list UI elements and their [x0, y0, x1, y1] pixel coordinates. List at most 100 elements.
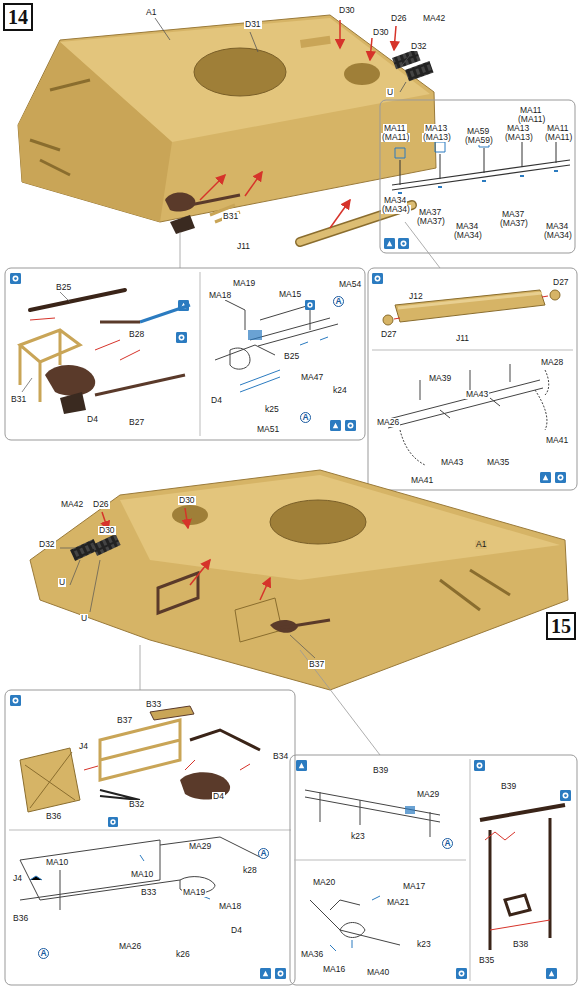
- part-label: (MA34): [543, 231, 573, 240]
- part-label: MA43: [465, 390, 489, 399]
- part-label: MA51: [256, 425, 280, 434]
- part-label: MA37: [501, 210, 525, 219]
- part-label: k28: [242, 866, 258, 875]
- part-label: J4: [78, 742, 89, 751]
- part-label: B25: [55, 283, 72, 292]
- part-label: B25: [283, 352, 300, 361]
- part-label: B33: [145, 700, 162, 709]
- part-label: B31: [10, 395, 27, 404]
- part-label: B37: [308, 660, 325, 669]
- part-label: (MA34): [381, 205, 411, 214]
- inset-tools-15: [5, 690, 295, 985]
- part-label: MA34: [383, 196, 407, 205]
- hull-step15: [30, 470, 568, 755]
- part-label: MA18: [218, 902, 242, 911]
- callout-letter: A: [442, 838, 453, 849]
- part-label: MA47: [300, 373, 324, 382]
- part-label: MA18: [208, 291, 232, 300]
- callout-letter: A: [38, 948, 49, 959]
- hull-step14: [18, 15, 440, 268]
- inset-b39: [290, 755, 577, 985]
- part-label: J11: [455, 334, 470, 343]
- part-label: MA37: [418, 208, 442, 217]
- part-label: B36: [45, 812, 62, 821]
- step-number: 14: [8, 6, 28, 28]
- part-label: U: [386, 88, 394, 97]
- part-label: MA13: [424, 124, 448, 133]
- part-label: D26: [390, 14, 408, 23]
- part-label: B33: [140, 888, 157, 897]
- part-label: MA10: [45, 858, 69, 867]
- part-label: MA11: [546, 124, 570, 133]
- part-label: D27: [552, 278, 570, 287]
- part-label: J4: [12, 874, 23, 883]
- part-label: B39: [372, 766, 389, 775]
- part-label: (MA13): [504, 133, 534, 142]
- inset-j11: [368, 268, 577, 490]
- part-label: MA28: [540, 358, 564, 367]
- part-label: MA42: [422, 14, 446, 23]
- part-label: D4: [230, 926, 243, 935]
- part-label: MA16: [322, 965, 346, 974]
- part-label: D26: [92, 500, 110, 509]
- part-label: B28: [128, 330, 145, 339]
- part-label: k23: [416, 940, 432, 949]
- part-label: k23: [350, 832, 366, 841]
- part-label: (MA59): [464, 136, 494, 145]
- part-label: B35: [478, 956, 495, 965]
- part-label: D30: [338, 6, 356, 15]
- part-label: MA10: [130, 870, 154, 879]
- part-label: D4: [210, 396, 223, 405]
- part-label: MA41: [410, 476, 434, 485]
- part-label: D30: [98, 526, 116, 535]
- part-label: MA19: [232, 279, 256, 288]
- part-label: D27: [380, 330, 398, 339]
- part-label: A1: [145, 8, 157, 17]
- inset-ma11: [380, 100, 575, 253]
- part-label: MA41: [545, 436, 569, 445]
- part-label: MA29: [416, 790, 440, 799]
- part-label: B36: [12, 914, 29, 923]
- part-label: D31: [244, 20, 262, 29]
- part-label: B37: [116, 716, 133, 725]
- step-number-box: 14: [3, 3, 33, 31]
- part-label: B34: [272, 752, 289, 761]
- part-label: J11: [236, 242, 251, 251]
- callout-letter: A: [258, 848, 269, 859]
- inset-tools-14: [5, 268, 365, 440]
- part-label: (MA34): [453, 231, 483, 240]
- part-label: MA26: [376, 418, 400, 427]
- part-label: D4: [86, 415, 99, 424]
- part-label: MA20: [312, 878, 336, 887]
- callout-letter: A: [300, 412, 311, 423]
- part-label: k25: [264, 405, 280, 414]
- part-label: MA40: [366, 968, 390, 977]
- part-label: D30: [372, 28, 390, 37]
- part-label: MA43: [440, 458, 464, 467]
- part-label: k26: [175, 950, 191, 959]
- part-label: D32: [410, 42, 428, 51]
- part-label: U: [58, 578, 66, 587]
- part-label: MA29: [188, 842, 212, 851]
- part-label: (MA37): [499, 219, 529, 228]
- part-label: k24: [332, 386, 348, 395]
- part-label: MA34: [455, 222, 479, 231]
- part-label: MA11: [383, 124, 407, 133]
- part-label: (MA11): [381, 133, 410, 142]
- part-label: MA39: [428, 374, 452, 383]
- part-label: MA13: [506, 124, 530, 133]
- step-number-box: 15: [546, 612, 576, 640]
- part-label: B38: [512, 940, 529, 949]
- part-label: (MA37): [416, 217, 446, 226]
- part-label: D32: [38, 540, 56, 549]
- part-label: (MA13): [422, 133, 452, 142]
- part-label: (MA11): [517, 115, 546, 124]
- part-label: B32: [128, 800, 145, 809]
- part-label: B31: [222, 212, 239, 221]
- part-label: MA15: [278, 290, 302, 299]
- part-label: J12: [408, 292, 424, 301]
- part-label: U: [80, 614, 88, 623]
- part-label: A1: [475, 540, 487, 549]
- part-label: MA19: [182, 888, 206, 897]
